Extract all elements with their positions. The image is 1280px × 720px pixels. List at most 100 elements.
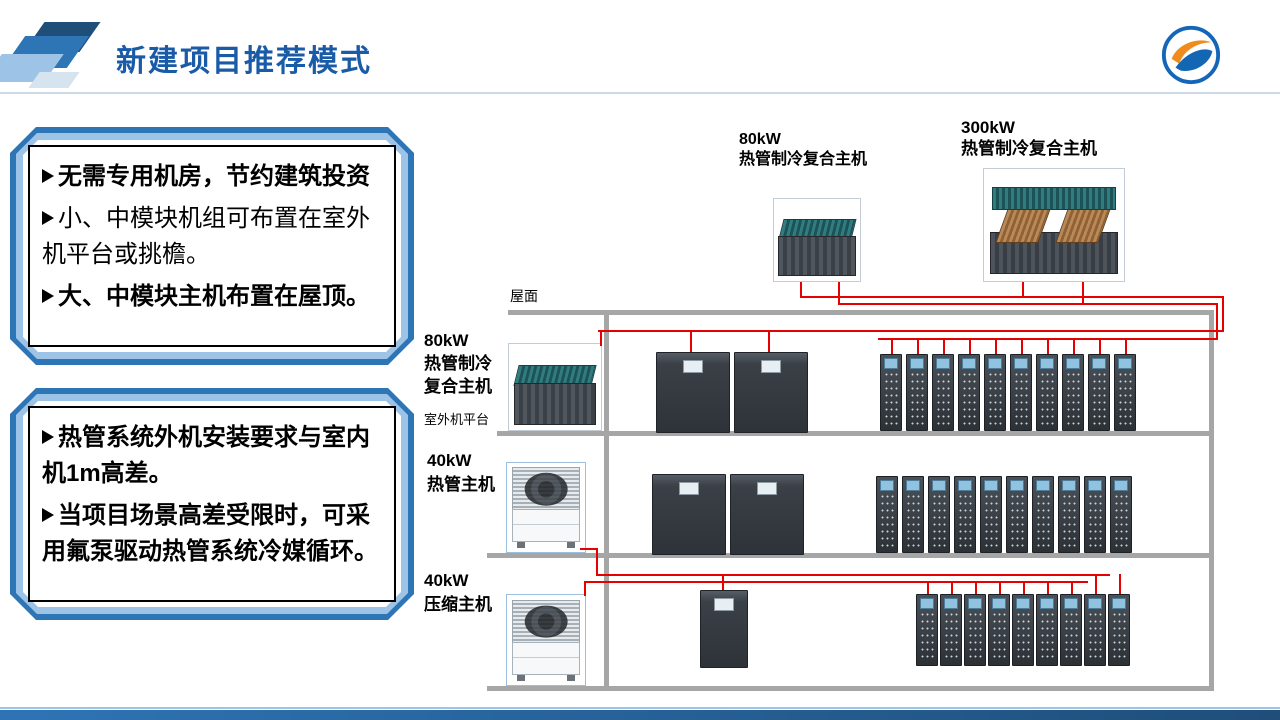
rack-ports bbox=[968, 611, 982, 661]
pipe-segment bbox=[1095, 574, 1097, 594]
rack-display bbox=[1112, 598, 1126, 609]
rack-ports bbox=[1066, 371, 1080, 426]
cabinet-display bbox=[761, 360, 781, 373]
rack-ports bbox=[988, 371, 1002, 426]
info-box-content: 无需专用机房，节约建筑投资 小、中模块机组可布置在室外机平台或挑檐。 大、中模块… bbox=[28, 145, 396, 347]
rack-unit bbox=[928, 476, 950, 553]
rack-display bbox=[906, 480, 920, 491]
bullet-arrow-icon bbox=[42, 508, 54, 522]
roof-unit-2-label: 300kW 热管制冷复合主机 bbox=[961, 118, 1097, 158]
pipe-segment bbox=[917, 338, 919, 354]
floor3-unit-label: 40kW 压缩主机 bbox=[424, 571, 492, 614]
roof-unit-1-label: 80kW 热管制冷复合主机 bbox=[739, 131, 868, 168]
pipe-segment bbox=[1021, 338, 1023, 354]
rack-ports bbox=[1088, 611, 1102, 661]
footer-accent-line bbox=[0, 707, 1280, 709]
pipe-segment bbox=[598, 330, 1224, 332]
rack-display bbox=[944, 598, 958, 609]
rack-ports bbox=[958, 493, 972, 548]
rack-unit bbox=[954, 476, 976, 553]
pipe-segment bbox=[927, 581, 929, 594]
building-left-wall bbox=[604, 310, 609, 691]
bullet-arrow-icon bbox=[42, 211, 54, 225]
pipe-segment bbox=[1023, 581, 1025, 594]
rack-unit bbox=[940, 594, 962, 666]
floor2-outdoor-unit-photo bbox=[506, 462, 586, 553]
pipe-segment bbox=[584, 581, 1088, 583]
building-roof-line bbox=[508, 310, 1214, 315]
rack-unit bbox=[1084, 476, 1106, 553]
pipe-segment bbox=[800, 296, 1224, 298]
rack-unit bbox=[1108, 594, 1130, 666]
rack-display bbox=[992, 598, 1006, 609]
rack-display bbox=[880, 480, 894, 491]
rack-display bbox=[1066, 358, 1080, 369]
floor2-rack-row bbox=[876, 476, 1132, 553]
cabinet-display bbox=[714, 598, 734, 611]
rack-display bbox=[968, 598, 982, 609]
platform-label: 室外机平台 bbox=[424, 412, 490, 427]
pipe-segment bbox=[600, 330, 602, 346]
rack-unit bbox=[1060, 594, 1082, 666]
pipe-segment bbox=[1082, 282, 1084, 303]
rack-display bbox=[1088, 480, 1102, 491]
rack-display bbox=[1014, 358, 1028, 369]
rack-unit bbox=[876, 476, 898, 553]
info-box-2: 热管系统外机安装要求与室内机1m高差。 当项目场景高差受限时，可采用氟泵驱动热管… bbox=[10, 388, 414, 620]
rack-display bbox=[1092, 358, 1106, 369]
rack-display bbox=[1118, 358, 1132, 369]
rack-unit bbox=[902, 476, 924, 553]
rack-display bbox=[1010, 480, 1024, 491]
rack-display bbox=[1040, 598, 1054, 609]
cabinet-display bbox=[683, 360, 703, 373]
floor2-unit-label: 40kW 热管主机 bbox=[427, 451, 495, 494]
rack-unit bbox=[1088, 354, 1110, 431]
rack-unit bbox=[1110, 476, 1132, 553]
pipe-segment bbox=[1022, 282, 1024, 296]
rack-unit bbox=[980, 476, 1002, 553]
rack-ports bbox=[884, 371, 898, 426]
floor3-outdoor-unit-photo bbox=[506, 594, 586, 686]
rack-unit bbox=[1058, 476, 1080, 553]
building-right-wall bbox=[1209, 310, 1214, 691]
pipe-segment bbox=[596, 574, 1110, 576]
info-box-content: 热管系统外机安装要求与室内机1m高差。 当项目场景高差受限时，可采用氟泵驱动热管… bbox=[28, 406, 396, 602]
pipe-segment bbox=[1047, 338, 1049, 354]
pipe-segment bbox=[975, 581, 977, 594]
rack-display bbox=[1114, 480, 1128, 491]
rack-ports bbox=[944, 611, 958, 661]
info-box-1: 无需专用机房，节约建筑投资 小、中模块机组可布置在室外机平台或挑檐。 大、中模块… bbox=[10, 127, 414, 365]
rack-display bbox=[958, 480, 972, 491]
rack-unit bbox=[958, 354, 980, 431]
bullet-arrow-icon bbox=[42, 169, 54, 183]
rack-unit bbox=[932, 354, 954, 431]
pipe-segment bbox=[943, 338, 945, 354]
rack-ports bbox=[1010, 493, 1024, 548]
pipe-segment bbox=[838, 303, 1218, 305]
indoor-cabinet bbox=[734, 352, 808, 433]
rack-unit bbox=[984, 354, 1006, 431]
rack-display bbox=[1064, 598, 1078, 609]
bullet-arrow-icon bbox=[42, 289, 54, 303]
roof-label: 屋面 bbox=[510, 288, 538, 304]
pipe-segment bbox=[580, 548, 598, 550]
page-title: 新建项目推荐模式 bbox=[116, 45, 372, 78]
indoor-cabinet bbox=[730, 474, 804, 555]
pipe-segment bbox=[722, 574, 724, 590]
rack-display bbox=[910, 358, 924, 369]
rack-unit bbox=[964, 594, 986, 666]
rack-unit bbox=[1010, 354, 1032, 431]
pipe-segment bbox=[951, 581, 953, 594]
rack-ports bbox=[910, 371, 924, 426]
rack-ports bbox=[1036, 493, 1050, 548]
rack-ports bbox=[992, 611, 1006, 661]
roof-unit-2-photo bbox=[983, 168, 1125, 282]
rack-display bbox=[988, 358, 1002, 369]
rack-ports bbox=[880, 493, 894, 548]
rack-display bbox=[984, 480, 998, 491]
rack-display bbox=[920, 598, 934, 609]
heatpipe-unit-image bbox=[778, 218, 856, 277]
pipe-segment bbox=[1071, 581, 1073, 594]
cabinet-display bbox=[757, 482, 777, 495]
rack-unit bbox=[880, 354, 902, 431]
